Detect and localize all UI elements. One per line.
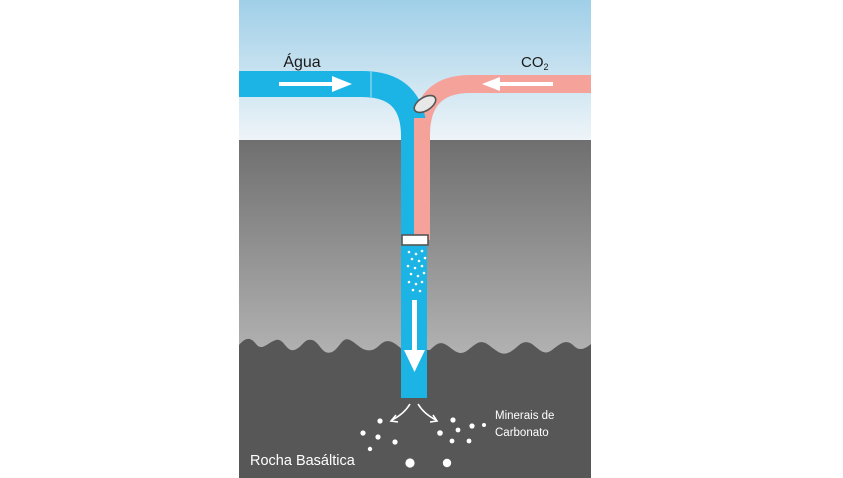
co2-label: CO2 <box>521 54 549 72</box>
rock-label: Rocha Basáltica <box>250 453 356 469</box>
co2-pipe-vertical <box>414 118 428 240</box>
dispersion-arrows-icon <box>389 403 439 423</box>
basalt-rock-layer <box>239 338 410 478</box>
arrow-left-icon <box>482 77 553 91</box>
co2-label-subscript: 2 <box>544 62 549 72</box>
co2-bubbles <box>406 249 427 293</box>
basalt-rock-layer-right <box>428 342 591 478</box>
water-label: Água <box>283 52 320 71</box>
carbonate-particles <box>360 417 486 468</box>
water-pipe-vertical <box>401 118 414 240</box>
minerals-label-line1: Minerais de <box>495 410 554 422</box>
minerals-label-line2: Carbonato <box>495 427 549 439</box>
arrow-down-icon <box>404 300 425 372</box>
injector-icon <box>401 234 429 246</box>
co2-label-main: CO <box>521 54 544 71</box>
valve-icon <box>413 94 437 114</box>
arrow-right-icon <box>279 76 352 92</box>
